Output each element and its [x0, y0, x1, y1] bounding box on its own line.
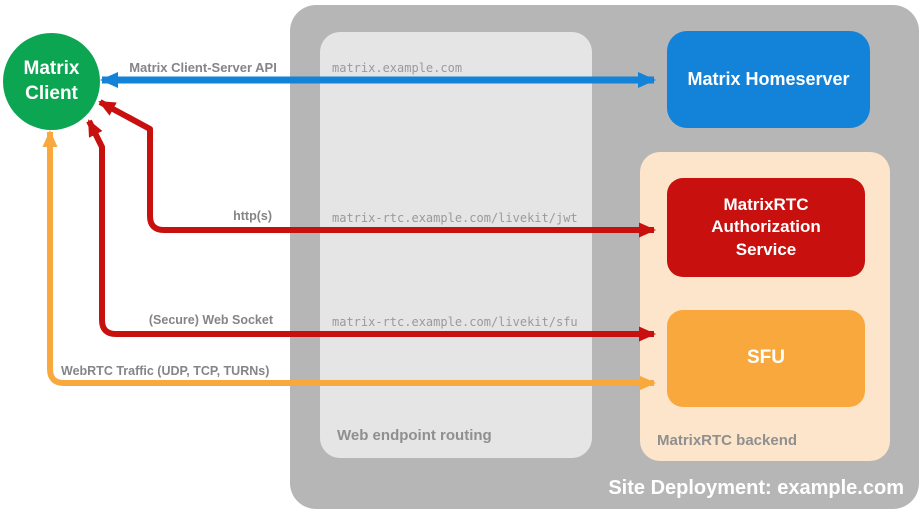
endpoint-livekit-sfu: matrix-rtc.example.com/livekit/sfu — [332, 315, 578, 329]
matrix-homeserver-node: Matrix Homeserver — [667, 31, 870, 128]
endpoint-matrix-example-com: matrix.example.com — [332, 61, 463, 75]
web-endpoint-routing-label: Web endpoint routing — [337, 427, 492, 444]
sfu-node: SFU — [667, 310, 865, 407]
web-endpoint-routing-box: Web endpoint routing — [320, 32, 592, 458]
webrtc-traffic-label: WebRTC Traffic (UDP, TCP, TURNs) — [61, 364, 270, 378]
https-label: http(s) — [233, 209, 272, 223]
secure-web-socket-label: (Secure) Web Socket — [148, 313, 273, 327]
site-deployment-label: Site Deployment: example.com — [608, 477, 904, 499]
matrixrtc-authorization-service-node: MatrixRTC Authorization Service — [667, 178, 865, 277]
endpoint-livekit-jwt: matrix-rtc.example.com/livekit/jwt — [332, 211, 578, 225]
matrix-client-node: Matrix Client — [3, 33, 100, 130]
matrixrtc-backend-label: MatrixRTC backend — [657, 432, 798, 449]
client-server-api-label: Matrix Client-Server API — [129, 60, 277, 75]
